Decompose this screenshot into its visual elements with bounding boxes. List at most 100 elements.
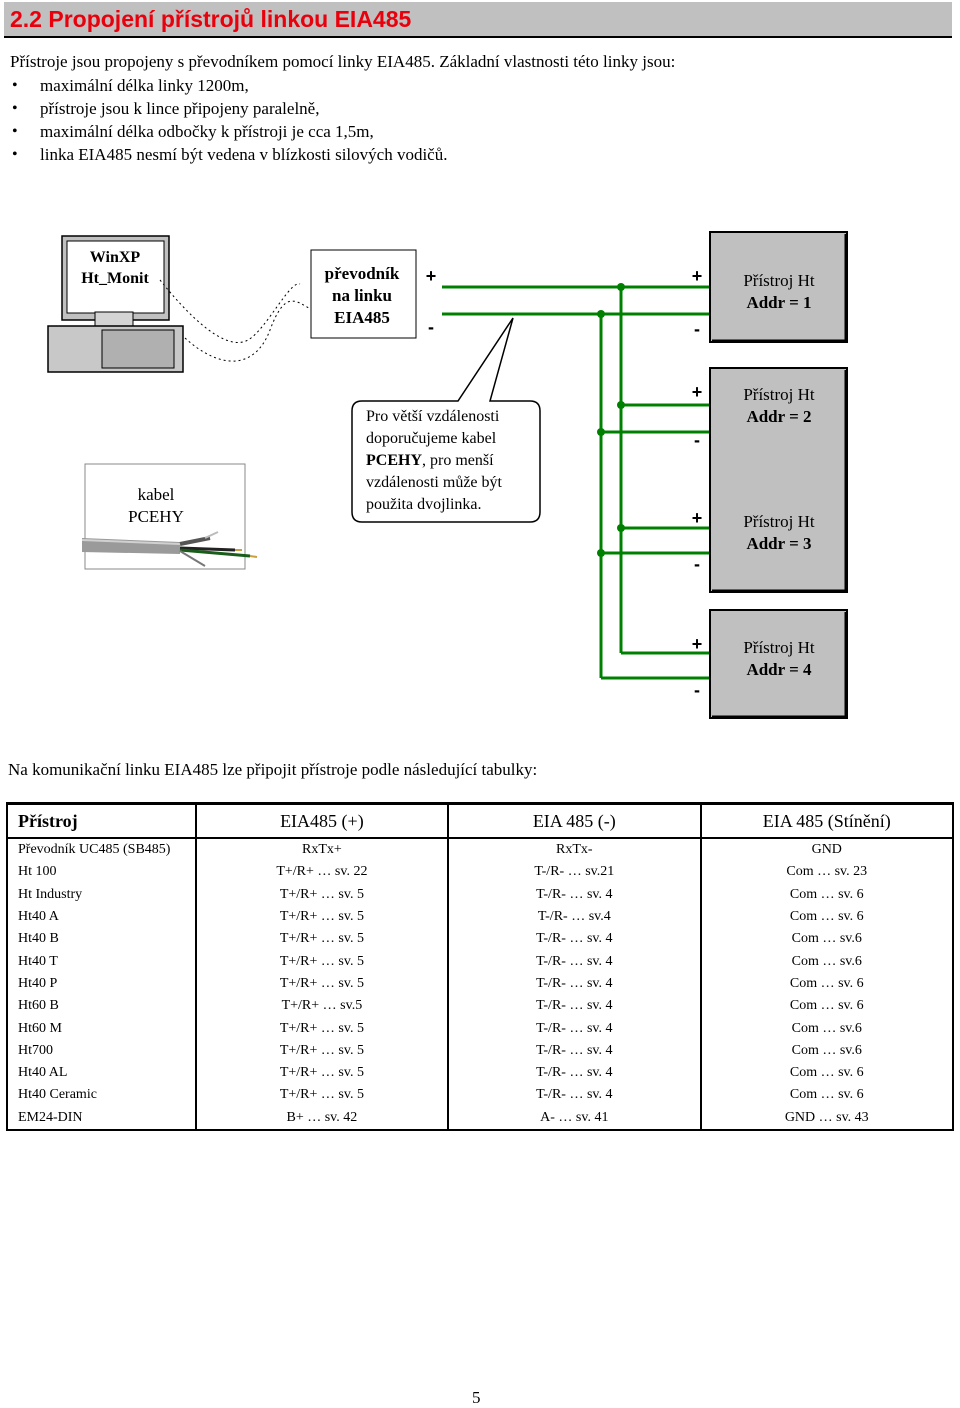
device-name: Přístroj Ht (743, 638, 815, 657)
device-table: Přístroj EIA485 (+) EIA 485 (-) EIA 485 … (6, 802, 954, 1131)
table-cell: Com … sv. 6 (699, 883, 954, 906)
section-heading: 2.2 Propojení přístrojů linkou EIA485 (4, 2, 952, 38)
table-cell: T+/R+ … sv. 22 (194, 861, 450, 884)
device-addr: Addr = 1 (746, 293, 811, 312)
device-addr: Addr = 2 (746, 407, 811, 426)
device-minus-label: - (694, 430, 700, 450)
table-cell: T-/R- … sv. 4 (447, 950, 702, 973)
table-cell: T-/R- … sv. 4 (447, 1061, 702, 1085)
converter-minus-label: - (428, 317, 434, 337)
wiring-diagram: WinXP Ht_Monit převodník na linku EIA485… (47, 231, 848, 719)
device-minus-label: - (694, 319, 700, 339)
list-item: přístroje jsou k lince připojeny paralel… (10, 97, 447, 120)
list-item: maximální délka linky 1200m, (10, 74, 447, 97)
bus-junctions (597, 283, 625, 557)
table-row: Převodník UC485 (SB485)RxTx+RxTx-GND (6, 838, 954, 862)
table-cell: Převodník UC485 (SB485) (6, 838, 197, 862)
table-cell: Com … sv. 6 (699, 1084, 954, 1107)
device-minus-label: - (694, 680, 700, 700)
table-cell: GND (699, 838, 954, 862)
table-cell: T-/R- … sv. 4 (447, 883, 702, 906)
device-plus-label: + (692, 508, 703, 528)
list-item: linka EIA485 nesmí být vedena v blízkost… (10, 143, 447, 166)
column-header: EIA 485 (Stínění) (699, 802, 954, 839)
table-cell: Com … sv. 6 (699, 1061, 954, 1085)
device-box-2-3: Přístroj Ht Addr = 2 Přístroj Ht Addr = … (709, 367, 848, 593)
device-box-1: Přístroj Ht Addr = 1 (709, 231, 848, 343)
pc-label-1: WinXP (90, 249, 141, 266)
table-cell: T-/R- … sv.4 (447, 905, 702, 929)
table-cell: T+/R+ … sv. 5 (194, 905, 450, 929)
table-cell: T-/R- … sv. 4 (447, 1039, 702, 1062)
table-cell: Ht40 B (6, 928, 197, 951)
table-cell: Ht60 M (6, 1017, 197, 1040)
device-plus-label: + (692, 634, 703, 654)
table-cell: RxTx- (447, 838, 702, 862)
table-cell: T+/R+ … sv. 5 (194, 950, 450, 973)
table-cell: Ht 100 (6, 861, 197, 884)
cable-image (81, 531, 258, 567)
table-cell: Ht700 (6, 1039, 197, 1062)
table-cell: T-/R- … sv. 4 (447, 995, 702, 1018)
table-cell: T+/R+ … sv. 5 (194, 972, 450, 996)
table-cell: Ht40 Ceramic (6, 1084, 197, 1107)
table-caption: Na komunikační linku EIA485 lze připojit… (8, 760, 538, 779)
pc-link-line (184, 300, 313, 362)
table-cell: Ht40 T (6, 950, 197, 973)
table-cell: Ht40 AL (6, 1061, 197, 1085)
section-title: 2.2 Propojení přístrojů linkou EIA485 (10, 6, 412, 32)
table-cell: T-/R- … sv. 4 (447, 928, 702, 951)
table-cell: Com … sv.6 (699, 950, 954, 973)
computer-icon: WinXP Ht_Monit (47, 235, 184, 373)
column-header: Přístroj (6, 802, 197, 839)
table-cell: Com … sv.6 (699, 928, 954, 951)
note-line: Pro větší vzdálenosti (366, 408, 500, 425)
device-minus-label: - (694, 554, 700, 574)
intro-text: Přístroje jsou propojeny s převodníkem p… (10, 52, 676, 71)
table-cell: T+/R+ … sv. 5 (194, 1061, 450, 1085)
note-bold: PCEHY (366, 452, 422, 469)
page-number: 5 (472, 1388, 481, 1407)
table-cell: Ht40 A (6, 905, 197, 929)
column-header: EIA485 (+) (194, 802, 450, 839)
table-cell: Com … sv. 6 (699, 905, 954, 929)
properties-list: maximální délka linky 1200m, přístroje j… (10, 74, 447, 166)
cable-label-1: kabel (138, 485, 175, 504)
note-line: použita dvojlinka. (366, 496, 482, 513)
table-cell: T-/R- … sv. 4 (447, 972, 702, 996)
note-callout: Pro větší vzdálenosti doporučujeme kabel… (351, 317, 541, 523)
table-header-row: Přístroj EIA485 (+) EIA 485 (-) EIA 485 … (6, 802, 954, 839)
device-plus-label: + (692, 266, 703, 286)
column-header: EIA 485 (-) (447, 802, 702, 839)
table-cell: Com … sv.6 (699, 1017, 954, 1040)
list-item: maximální délka odbočky k přístroji je c… (10, 120, 447, 143)
table-cell: GND … sv. 43 (699, 1106, 954, 1131)
converter-plus-label: + (426, 266, 437, 286)
table-cell: T-/R- … sv. 4 (447, 1084, 702, 1107)
table-cell: T-/R- … sv. 4 (447, 1017, 702, 1040)
device-addr: Addr = 3 (746, 534, 811, 553)
device-name: Přístroj Ht (743, 512, 815, 531)
table-cell: T+/R+ … sv.5 (194, 995, 450, 1018)
pc-label-2: Ht_Monit (81, 270, 149, 287)
table-cell: A- … sv. 41 (447, 1106, 702, 1131)
table-cell: T+/R+ … sv. 5 (194, 928, 450, 951)
table-cell: Com … sv.6 (699, 1039, 954, 1062)
note-line: doporučujeme kabel (366, 430, 497, 447)
table-cell: Ht40 P (6, 972, 197, 996)
table-cell: Ht60 B (6, 995, 197, 1018)
bus-lines (442, 285, 710, 680)
device-name: Přístroj Ht (743, 385, 815, 404)
